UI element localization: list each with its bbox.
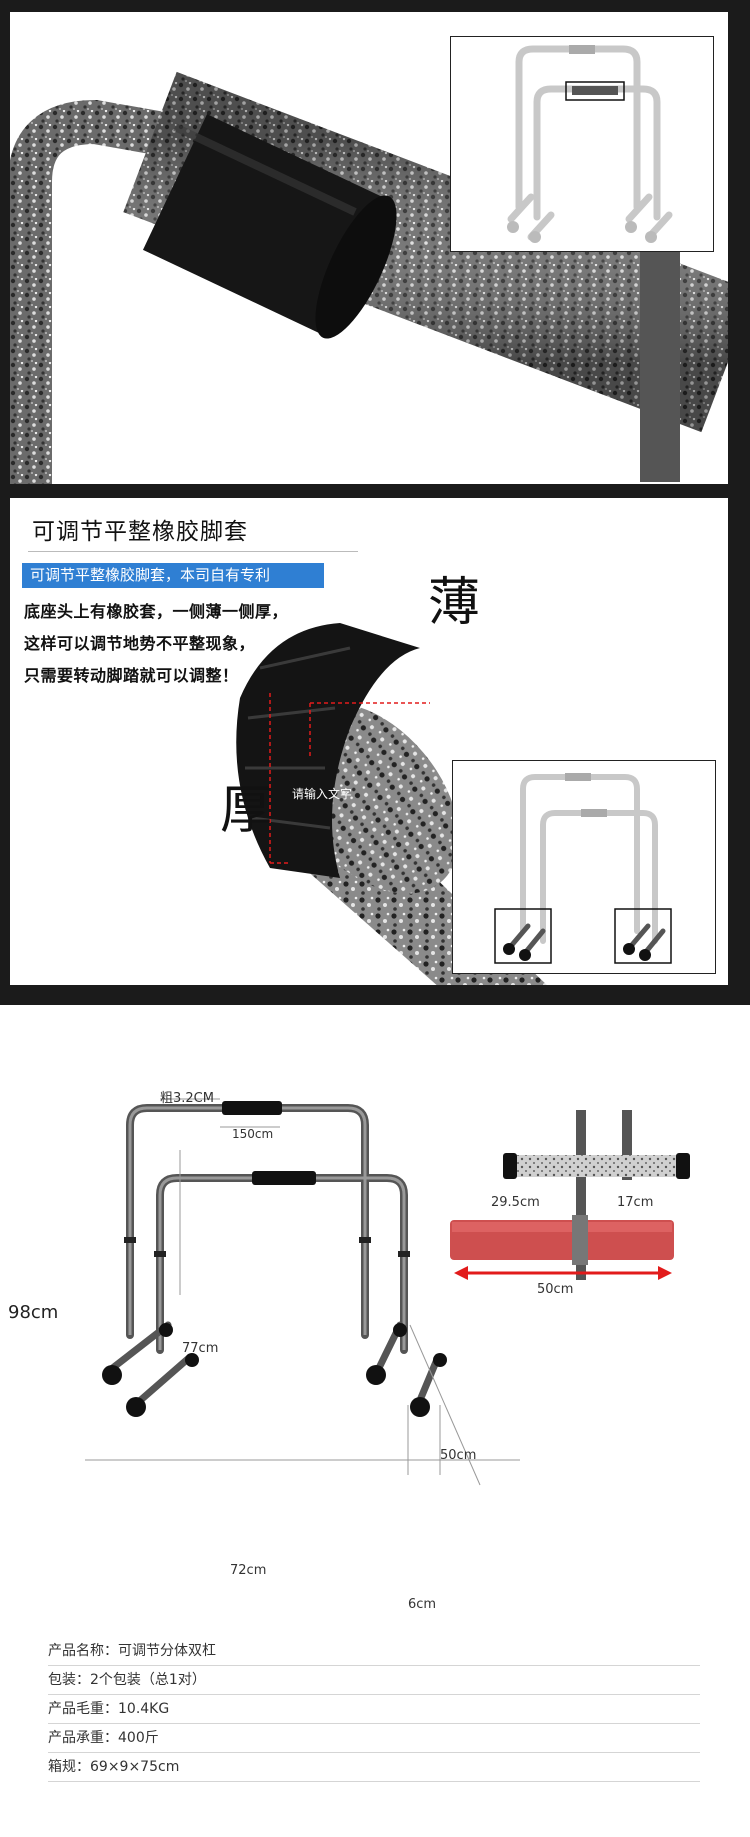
foot-feature-panel: 可调节平整橡胶脚套 可调节平整橡胶脚套，本司自有专利 底座头上有橡胶套，一侧薄一… — [10, 498, 728, 985]
feature-tag: 可调节平整橡胶脚套，本司自有专利 — [22, 563, 324, 588]
grip-location-inset — [450, 36, 714, 252]
foot-feature-section: 可调节平整橡胶脚套 可调节平整橡胶脚套，本司自有专利 底座头上有橡胶套，一侧薄一… — [0, 490, 750, 1005]
dim-foot-width: 6cm — [408, 1597, 437, 1612]
text-watermark: 请输入文字 — [292, 787, 353, 801]
dimension-diagram — [85, 1098, 690, 1486]
dim-base-left: 29.5cm — [491, 1195, 540, 1210]
spec-row: 产品名称：可调节分体双杠 — [48, 1637, 700, 1666]
spec-box: 箱规：69×9×75cm — [48, 1759, 180, 1775]
dim-low-height: 77cm — [182, 1341, 219, 1356]
dim-base-right: 17cm — [617, 1195, 654, 1210]
feature-title: 可调节平整橡胶脚套 — [32, 519, 248, 545]
dim-total-height: 98cm — [8, 1302, 59, 1323]
foot-location-inset — [452, 760, 716, 974]
spec-row: 产品毛重：10.4KG — [48, 1695, 700, 1724]
dim-depth: 50cm — [440, 1448, 477, 1463]
feature-desc-line-2: 这样可以调节地势不平整现象， — [24, 634, 256, 653]
dim-base-total: 50cm — [537, 1282, 574, 1297]
spec-weight: 产品毛重：10.4KG — [48, 1701, 170, 1717]
dim-diameter: 粗3.2CM — [160, 1091, 214, 1106]
grip-closeup-section — [0, 0, 750, 490]
dim-grip-length: 150cm — [232, 1127, 274, 1141]
spec-row: 箱规：69×9×75cm — [48, 1753, 700, 1782]
feature-desc-line-3: 只需要转动脚踏就可以调整！ — [24, 666, 239, 685]
label-thick: 厚 — [220, 781, 273, 841]
spec-row: 产品承重：400斤 — [48, 1724, 700, 1753]
spec-package: 包装：2个包装（总1对） — [48, 1672, 206, 1688]
spec-name: 产品名称：可调节分体双杠 — [48, 1643, 216, 1659]
spec-row: 包装：2个包装（总1对） — [48, 1666, 700, 1695]
dim-width: 72cm — [230, 1563, 267, 1578]
spec-load: 产品承重：400斤 — [48, 1730, 159, 1746]
title-divider — [28, 551, 358, 552]
label-thin: 薄 — [428, 573, 481, 633]
feature-desc-line-1: 底座头上有橡胶套，一侧薄一侧厚， — [24, 602, 289, 621]
